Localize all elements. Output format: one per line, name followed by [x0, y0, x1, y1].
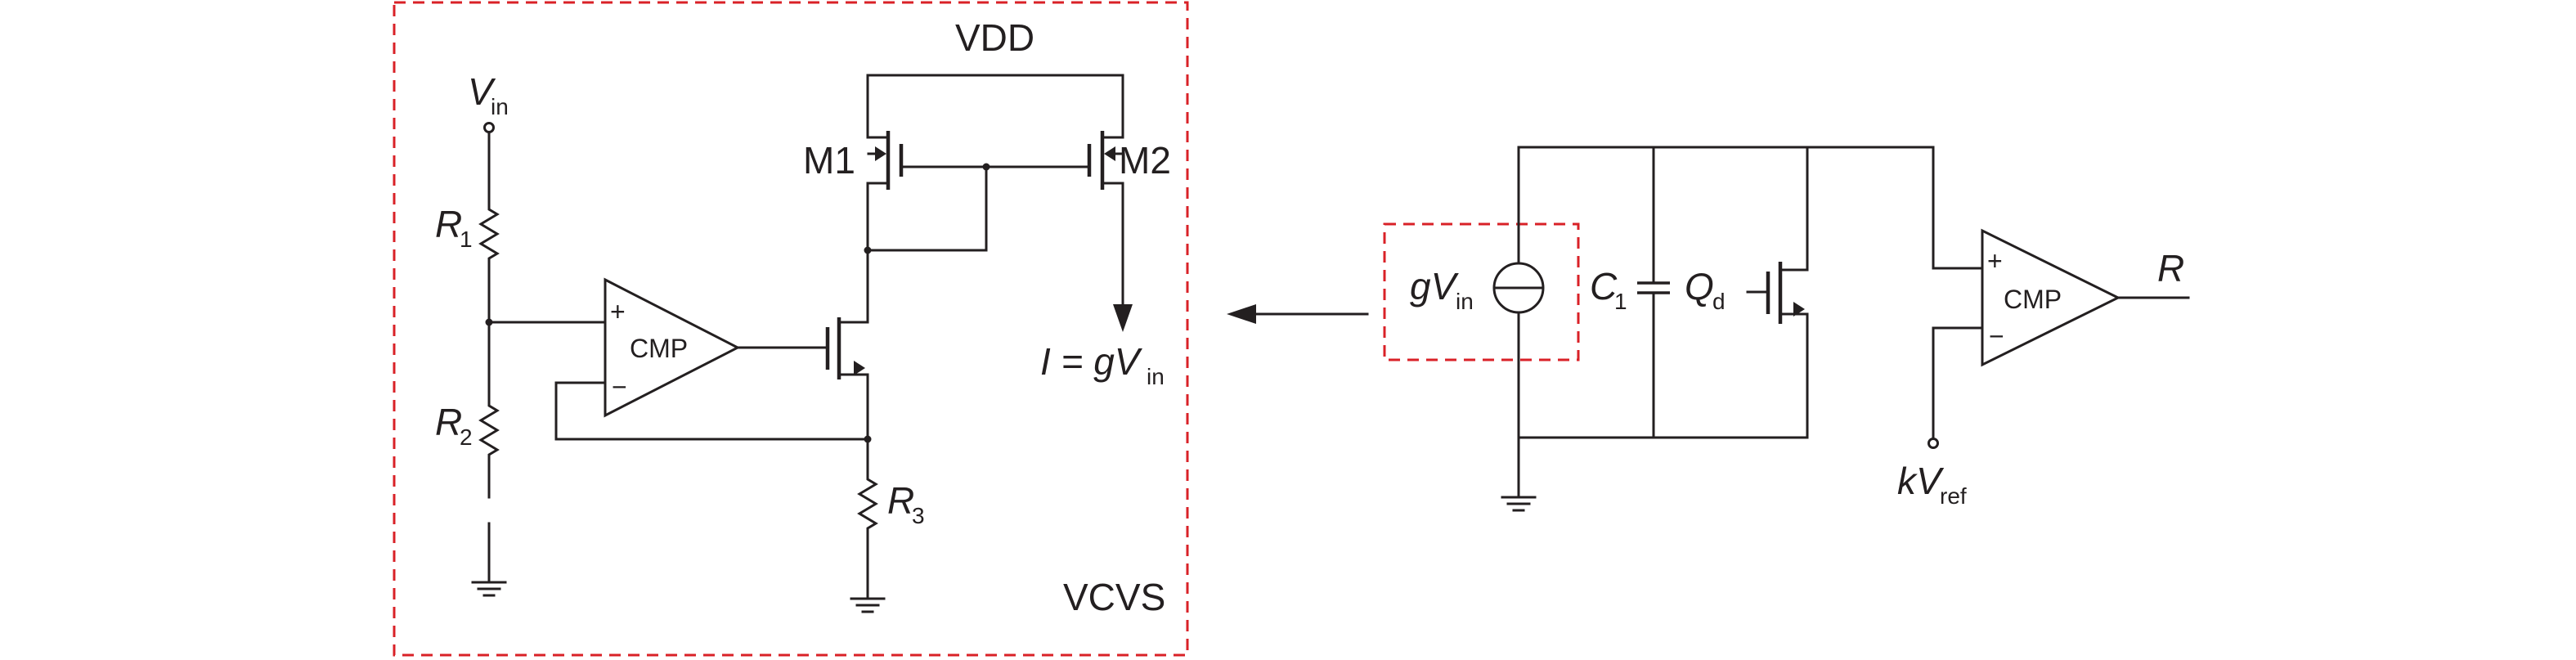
r1-sub: 1 — [460, 227, 473, 252]
r2-sub: 2 — [460, 424, 473, 450]
r3-label: R — [887, 479, 914, 522]
ground-symbol — [471, 581, 507, 597]
integrator-cmp-plus: + — [1987, 246, 2003, 276]
resistor-r3 — [857, 473, 878, 533]
nmos-driver-transistor — [825, 249, 869, 441]
vcvs-cmp-plus: + — [610, 297, 626, 326]
current-source-highlight-box — [1383, 222, 1580, 361]
output-current-label: I = gV — [1040, 340, 1143, 383]
r3-sub: 3 — [912, 503, 925, 528]
c1-sub: 1 — [1614, 289, 1627, 314]
vcvs-boundary-box — [393, 1, 1189, 657]
signal-flow-arrow — [1227, 304, 1369, 324]
r1-label: R — [435, 203, 462, 245]
capacitor-c1 — [1637, 146, 1670, 439]
source-label: gV — [1410, 265, 1460, 308]
ground-symbol — [1501, 496, 1537, 512]
pmos-m1 — [866, 74, 904, 252]
source-sub: in — [1456, 289, 1474, 314]
m2-label: M2 — [1119, 139, 1171, 182]
vcvs-box-label: VCVS — [1063, 576, 1165, 618]
qd-label: Q — [1685, 265, 1714, 308]
vin-label: V — [468, 70, 496, 113]
vin-input-terminal — [483, 122, 495, 206]
resistor-r2 — [478, 399, 500, 460]
vcvs-comparator — [604, 277, 741, 418]
pmos-m2 — [1087, 74, 1133, 332]
output-current-arrow — [1113, 304, 1133, 332]
vin-sub: in — [491, 94, 509, 119]
kvref-label: kV — [1897, 460, 1945, 502]
integrator-cmp-label: CMP — [2004, 285, 2062, 314]
m1-label: M1 — [803, 139, 855, 182]
vdd-label: VDD — [955, 16, 1034, 59]
qd-sub: d — [1712, 289, 1726, 314]
integrator-comparator — [1981, 228, 2121, 367]
kvref-sub: ref — [1940, 483, 1967, 509]
ground-symbol — [850, 597, 886, 613]
c1-label: C — [1590, 265, 1618, 308]
vcvs-cmp-label: CMP — [630, 334, 688, 363]
output-r-label: R — [2157, 247, 2184, 290]
vcvs-cmp-minus: − — [612, 372, 627, 402]
current-source — [1492, 146, 1545, 439]
r2-label: R — [435, 401, 462, 443]
integrator-cmp-minus: − — [1989, 321, 2004, 351]
output-current-sub: in — [1147, 364, 1165, 389]
resistor-r1 — [478, 203, 500, 263]
kvref-input-terminal — [1928, 438, 1939, 449]
reset-transistor-qd — [1746, 146, 1809, 439]
